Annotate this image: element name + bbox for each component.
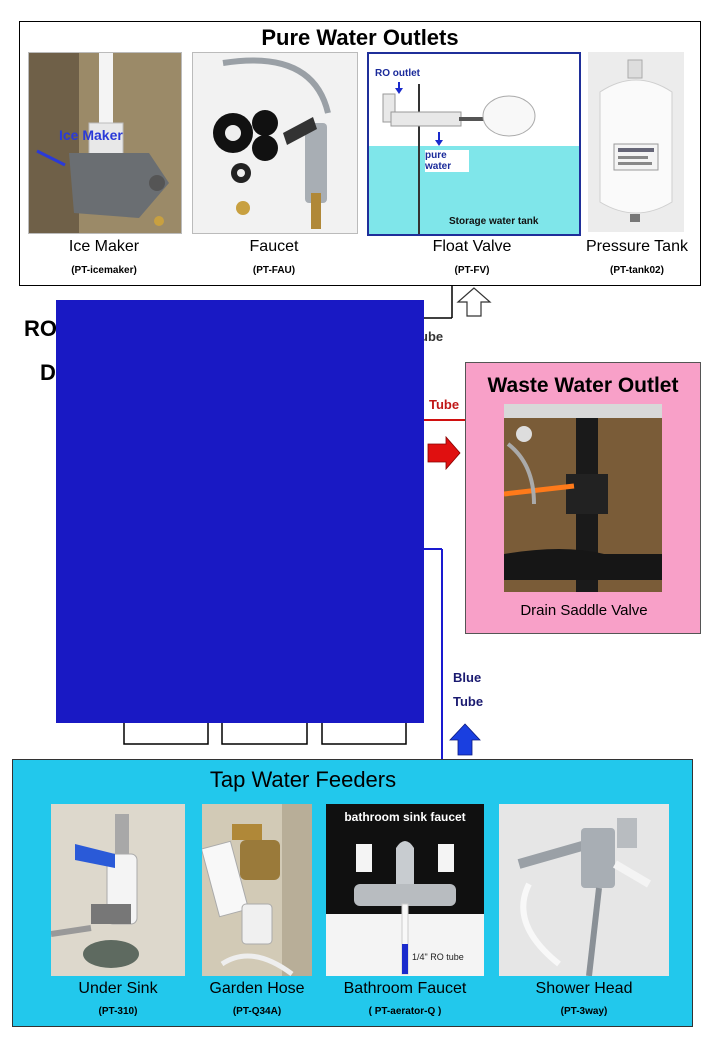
waste-water-panel: Waste Water Outlet Drain Saddle Valve [465,362,701,634]
ice-maker-illustration [29,53,181,233]
drain-saddle-photo [504,404,662,592]
pressure-tank-code: (PT-tank02) [610,265,664,276]
float-valve-illustration [369,82,579,234]
garden-hose-illustration [202,804,312,976]
float-valve-caption: Float Valve [432,238,512,255]
bathroom-faucet-photo: bathroom sink faucet 1/4" RO tube [326,804,484,976]
garden-hose-caption: Garden Hose [209,980,305,997]
tap-water-panel: Tap Water Feeders Under Sink (PT-310) Ga… [12,759,693,1027]
bathroom-faucet-caption: Bathroom Faucet [343,980,467,997]
drain-saddle-caption: Drain Saddle Valve [520,602,648,619]
garden-hose-photo [202,804,312,976]
bathroom-faucet-illustration [326,804,484,976]
float-valve-photo: RO outlet pure water Storage water tank [367,52,581,236]
blue-tube-label-2: Tube [453,694,484,709]
pressure-tank-caption: Pressure Tank [586,238,688,255]
shower-head-code: (PT-3way) [560,1006,608,1017]
pure-water-label: pure water [425,150,469,172]
under-sink-photo [51,804,185,976]
filter-housing-3 [321,722,407,745]
faucet-code: (PT-FAU) [252,265,296,276]
red-right-arrow [427,435,461,471]
shower-head-photo [499,804,669,976]
pressure-tank-photo [588,52,684,232]
side-fragment-d: D [40,360,56,385]
faucet-illustration [213,57,331,229]
under-sink-illustration [51,804,185,976]
white-tube-label: ube [420,329,444,344]
bathroom-faucet-code: ( PT-aerator-Q ) [368,1006,442,1017]
faucet-photo [192,52,358,234]
under-sink-code: (PT-310) [98,1006,138,1017]
pure-water-panel: Pure Water Outlets Ice Maker Ice Maker (… [19,21,701,286]
bathroom-faucet-photo-top-label: bathroom sink faucet [344,810,466,824]
side-fragment-ro: RO [24,316,57,341]
faucet-caption: Faucet [249,238,299,255]
garden-hose-code: (PT-Q34A) [232,1006,282,1017]
ice-maker-photo: Ice Maker [28,52,182,234]
ice-maker-photo-label: Ice Maker [59,127,123,143]
blue-tube-label-1: Blue [453,670,482,685]
pure-water-title: Pure Water Outlets [261,25,459,50]
under-sink-caption: Under Sink [78,980,158,997]
ice-maker-code: (PT-icemaker) [71,265,137,276]
redaction-block [56,300,424,723]
ro-tube-photo-label: 1/4" RO tube [412,952,464,962]
ro-outlet-label: RO outlet [375,68,420,79]
pressure-tank-illustration [599,59,673,222]
float-valve-code: (PT-FV) [454,265,490,276]
blue-up-arrow [449,723,481,756]
shower-head-caption: Shower Head [535,980,633,997]
filter-housing-1 [123,722,209,745]
tap-water-title: Tap Water Feeders [209,767,397,792]
red-tube-label: Tube [429,397,460,412]
waste-water-title: Waste Water Outlet [487,374,679,397]
storage-tank-label: Storage water tank [449,216,539,227]
white-up-arrow [456,287,492,317]
drain-saddle-illustration [504,404,662,592]
filter-housing-2 [221,722,308,745]
ice-maker-caption: Ice Maker [68,238,140,255]
shower-head-illustration [499,804,669,976]
